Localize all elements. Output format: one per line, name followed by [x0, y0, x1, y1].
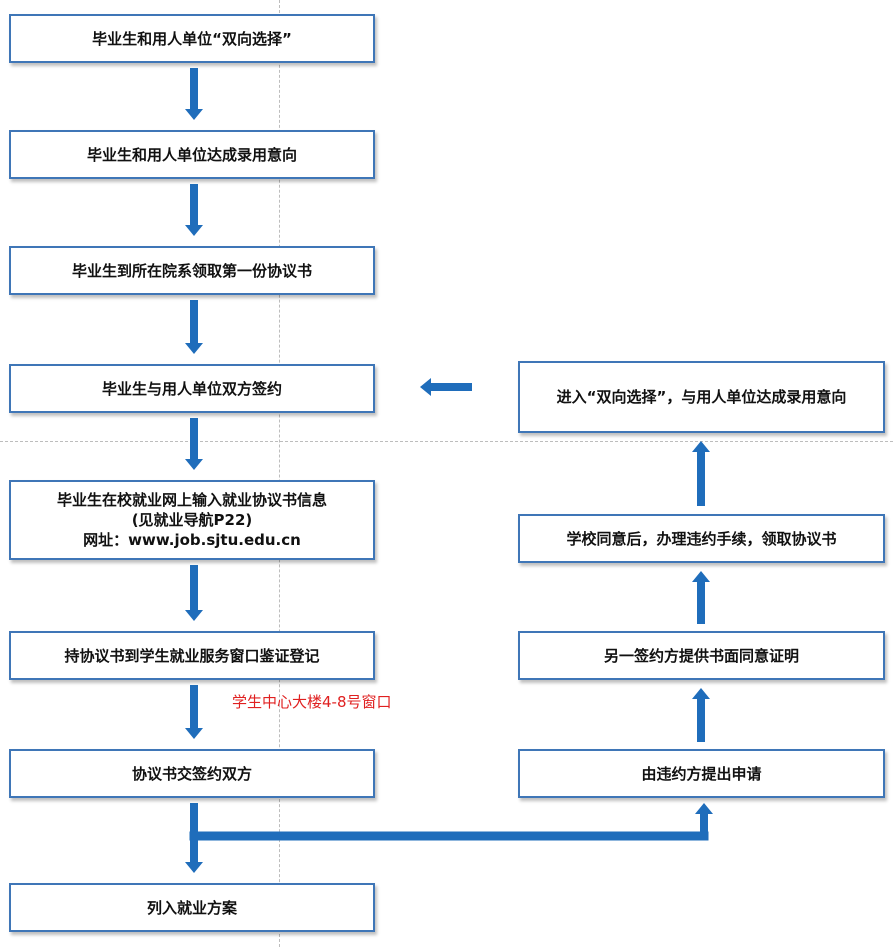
step-mutual-selection-label: 毕业生和用人单位“双向选择” — [92, 29, 292, 48]
dashed-guide-horizontal — [0, 441, 893, 442]
step-verification-registration: 持协议书到学生就业服务窗口鉴证登记 — [9, 631, 375, 680]
step-online-entry-line1: 毕业生在校就业网上输入就业协议书信息 — [56, 491, 327, 509]
arrow-step3-to-step4 — [185, 300, 203, 354]
step-employment-intent-label: 毕业生和用人单位达成录用意向 — [86, 145, 297, 164]
step-both-parties-sign-label: 毕业生与用人单位双方签约 — [101, 379, 282, 398]
step-employment-plan-label: 列入就业方案 — [146, 898, 237, 917]
step-breach-request: 由违约方提出申请 — [518, 749, 885, 798]
step-breach-request-label: 由违约方提出申请 — [641, 764, 762, 783]
step-both-parties-sign: 毕业生与用人单位双方签约 — [9, 364, 375, 413]
arrow-request-to-consent-proof — [692, 688, 710, 742]
arrow-step1-to-step2 — [185, 68, 203, 120]
step-deliver-agreement: 协议书交签约双方 — [9, 749, 375, 798]
step-collect-agreement: 毕业生到所在院系领取第一份协议书 — [9, 246, 375, 295]
step-termination-procedure-label: 学校同意后，办理违约手续，领取协议书 — [566, 529, 837, 548]
arrow-step5-to-step6 — [185, 565, 203, 621]
step-mutual-selection: 毕业生和用人单位“双向选择” — [9, 14, 375, 63]
step-employment-intent: 毕业生和用人单位达成录用意向 — [9, 130, 375, 179]
dashed-guide-vertical — [279, 0, 280, 947]
step-deliver-agreement-label: 协议书交签约双方 — [131, 764, 252, 783]
arrow-reselect-to-signing — [420, 378, 472, 396]
branch-connector-line — [189, 831, 709, 841]
step-online-entry: 毕业生在校就业网上输入就业协议书信息 (见就业导航P22) 网址：www.job… — [9, 480, 375, 560]
arrow-proof-to-termination — [692, 571, 710, 624]
step-consent-proof: 另一签约方提供书面同意证明 — [518, 631, 885, 680]
step-reselect-intent-label: 进入“双向选择”，与用人单位达成录用意向 — [556, 388, 847, 406]
step-collect-agreement-label: 毕业生到所在院系领取第一份协议书 — [71, 261, 312, 280]
arrow-step2-to-step3 — [185, 184, 203, 236]
arrow-step4-to-step5 — [185, 418, 203, 470]
step-verification-registration-label: 持协议书到学生就业服务窗口鉴证登记 — [64, 646, 320, 665]
step-online-entry-line2: (见就业导航P22) — [131, 511, 253, 529]
step-online-entry-line3: 网址：www.job.sjtu.edu.cn — [83, 531, 301, 549]
arrow-branch-to-breach-request — [695, 803, 713, 836]
step-termination-procedure: 学校同意后，办理违约手续，领取协议书 — [518, 514, 885, 563]
arrow-step6-to-step7 — [185, 685, 203, 739]
step-consent-proof-label: 另一签约方提供书面同意证明 — [603, 646, 799, 665]
service-window-note: 学生中心大楼4-8号窗口 — [232, 693, 392, 711]
step-employment-plan: 列入就业方案 — [9, 883, 375, 932]
step-reselect-intent: 进入“双向选择”，与用人单位达成录用意向 — [518, 361, 885, 433]
arrow-termination-to-reselect — [692, 441, 710, 506]
